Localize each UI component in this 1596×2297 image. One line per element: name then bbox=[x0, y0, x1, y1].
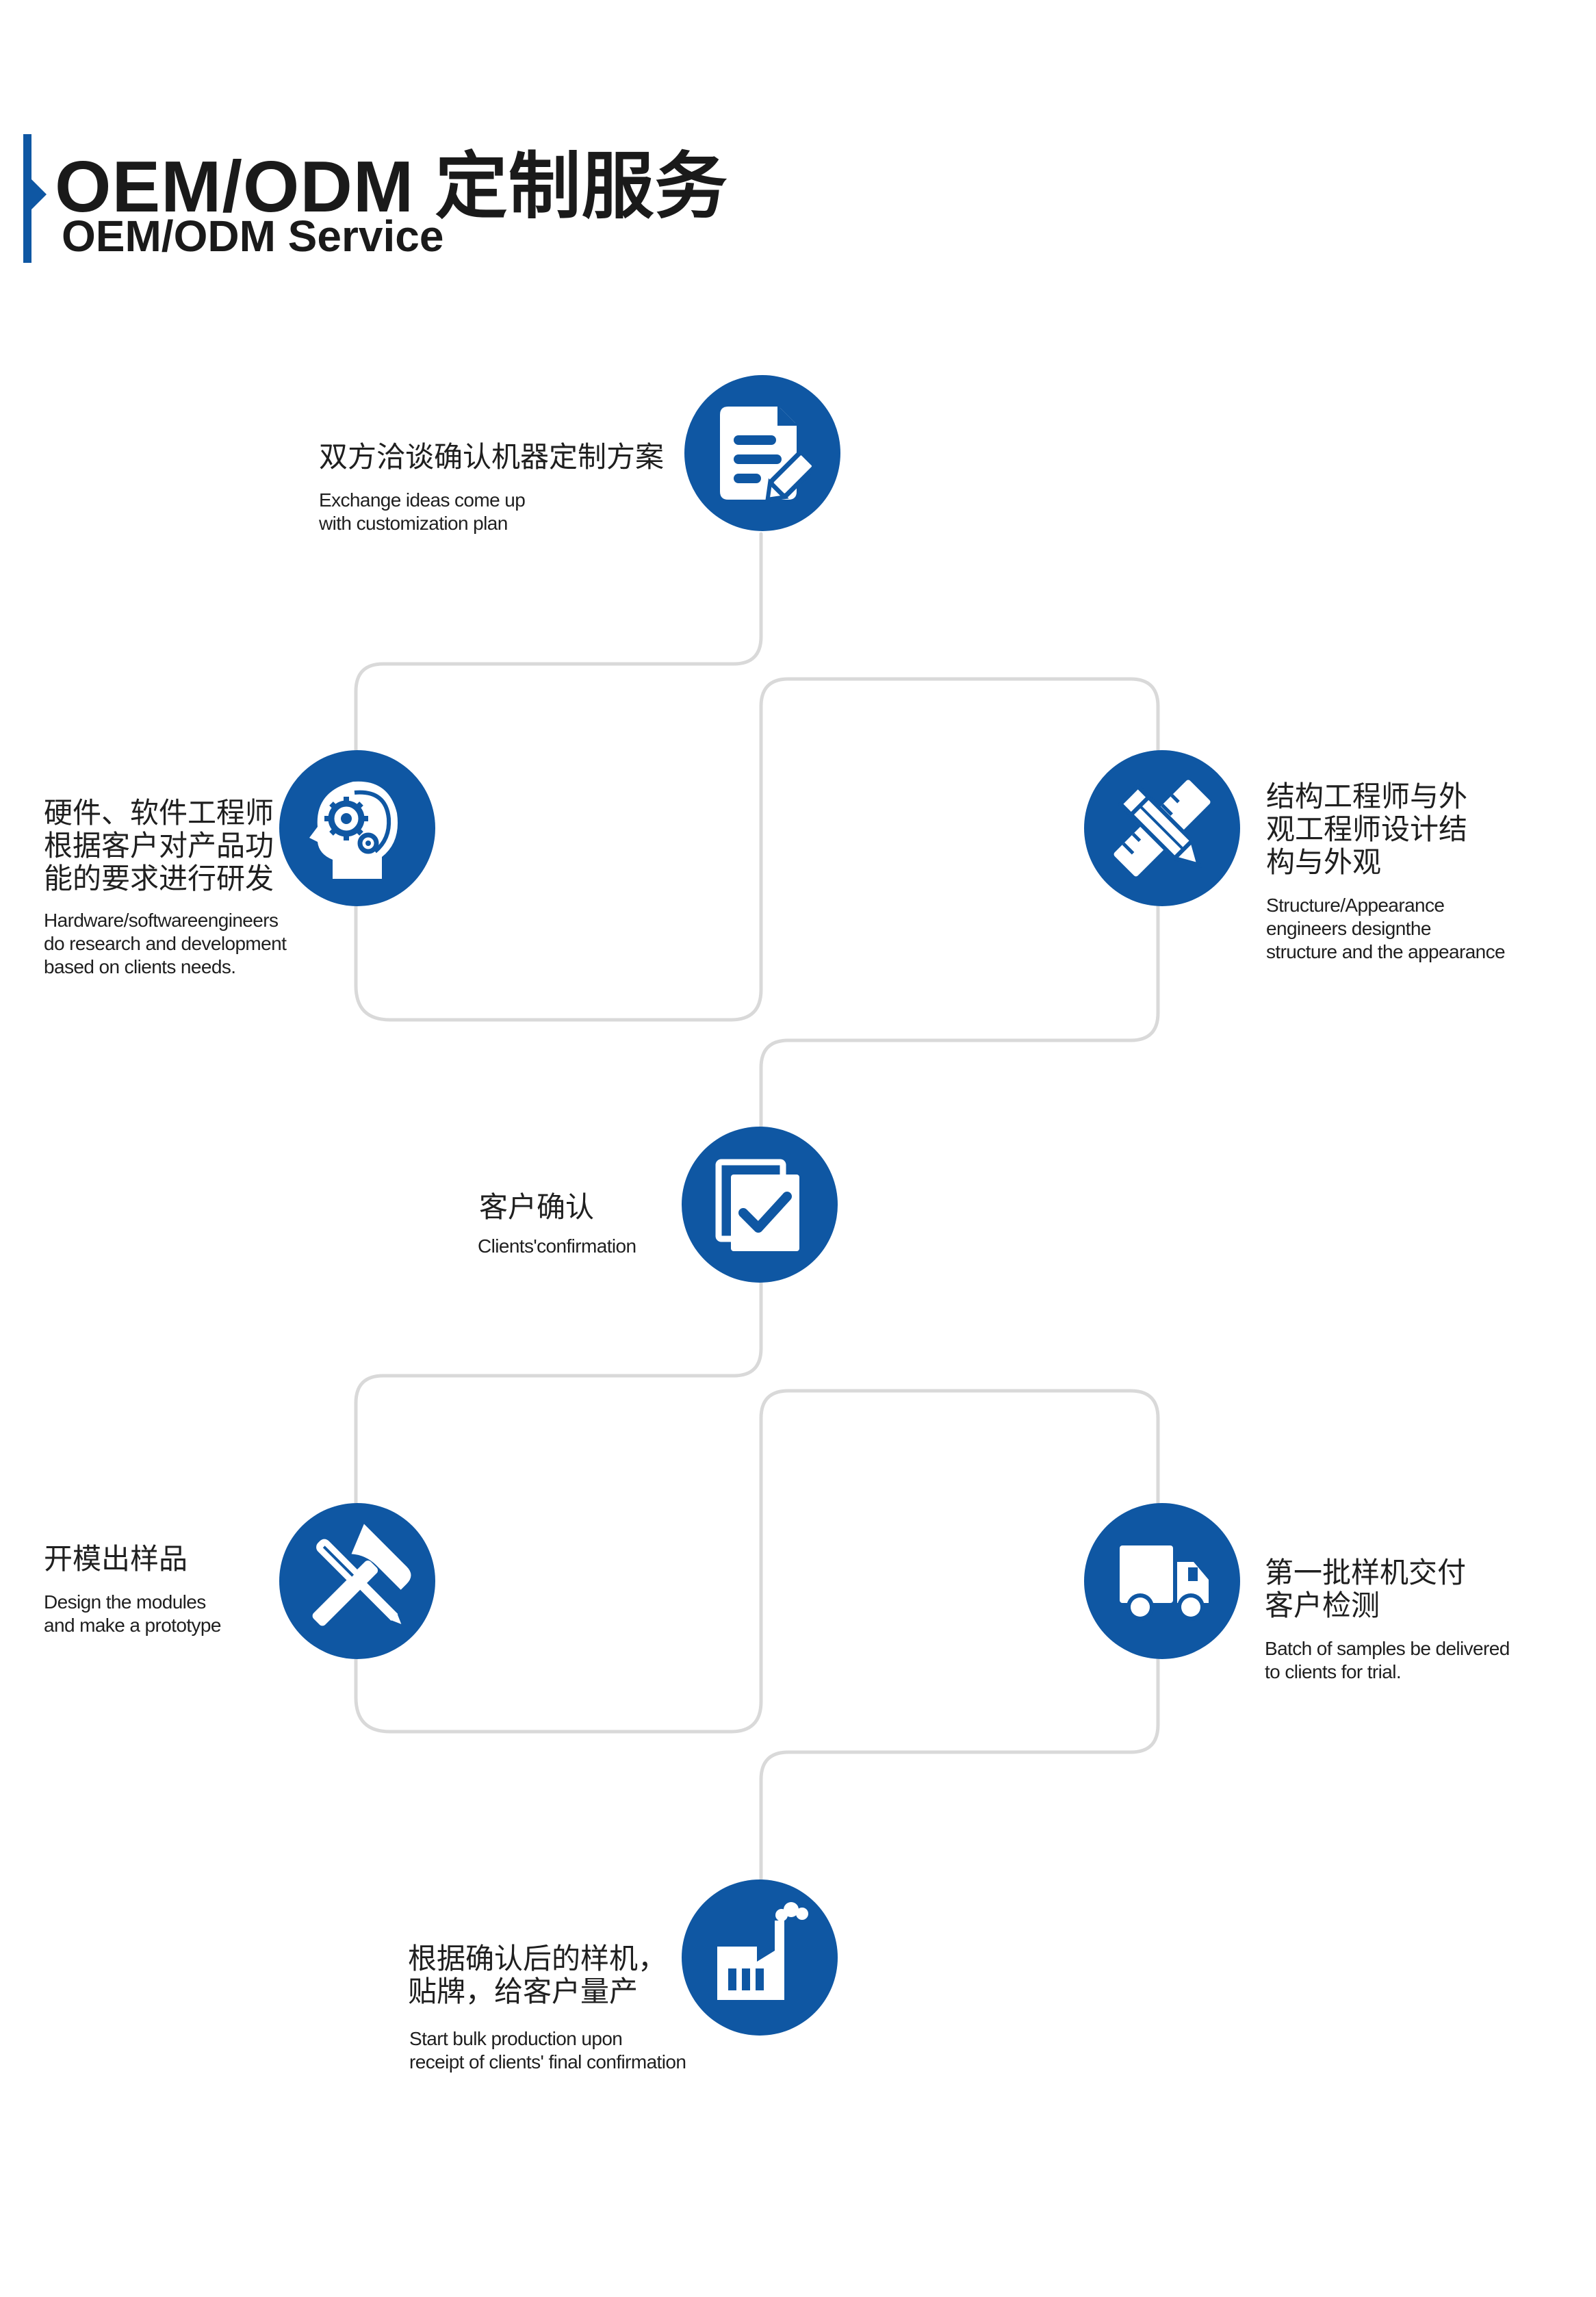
page-title: OEM/ODM 定制服务 bbox=[55, 146, 728, 227]
step-5-node bbox=[279, 1503, 435, 1659]
step-2-title: 硬件、软件工程师根据客户对产品功能的要求进行研发 bbox=[44, 797, 274, 895]
delivery-truck-icon bbox=[1120, 1545, 1209, 1621]
step-7-title: 根据确认后的样机，贴牌，给客户量产 bbox=[408, 1942, 667, 2007]
hammer-screwdriver-icon bbox=[312, 1524, 411, 1626]
checklist-icon bbox=[715, 1159, 799, 1251]
head-gears-icon bbox=[309, 781, 398, 879]
connector-1-2 bbox=[354, 532, 1160, 1130]
step-6-title: 第一批样机交付客户检测 bbox=[1265, 1556, 1467, 1621]
document-edit-icon bbox=[720, 407, 817, 502]
step-7-node bbox=[682, 1879, 838, 2036]
step-4-description: Clients'confirmation bbox=[478, 1235, 636, 1257]
step-2-node bbox=[279, 750, 435, 906]
page-subtitle: OEM/ODM Service bbox=[62, 211, 444, 261]
header-accent-bar bbox=[23, 134, 31, 263]
header-arrow-icon bbox=[31, 179, 47, 209]
step-4-title: 客户确认 bbox=[479, 1191, 595, 1223]
ruler-pencil-icon bbox=[1114, 780, 1211, 877]
step-5-title: 开模出样品 bbox=[44, 1543, 188, 1575]
step-3-node bbox=[1084, 750, 1240, 906]
step-6-node bbox=[1084, 1503, 1240, 1659]
connector-4-7 bbox=[354, 1279, 1160, 1883]
step-1-title: 双方洽谈确认机器定制方案 bbox=[319, 441, 665, 473]
step-1-node bbox=[684, 375, 840, 531]
step-4-node bbox=[682, 1127, 838, 1283]
factory-icon bbox=[717, 1902, 808, 2000]
step-3-title: 结构工程师与外观工程师设计结构与外观 bbox=[1266, 780, 1468, 878]
